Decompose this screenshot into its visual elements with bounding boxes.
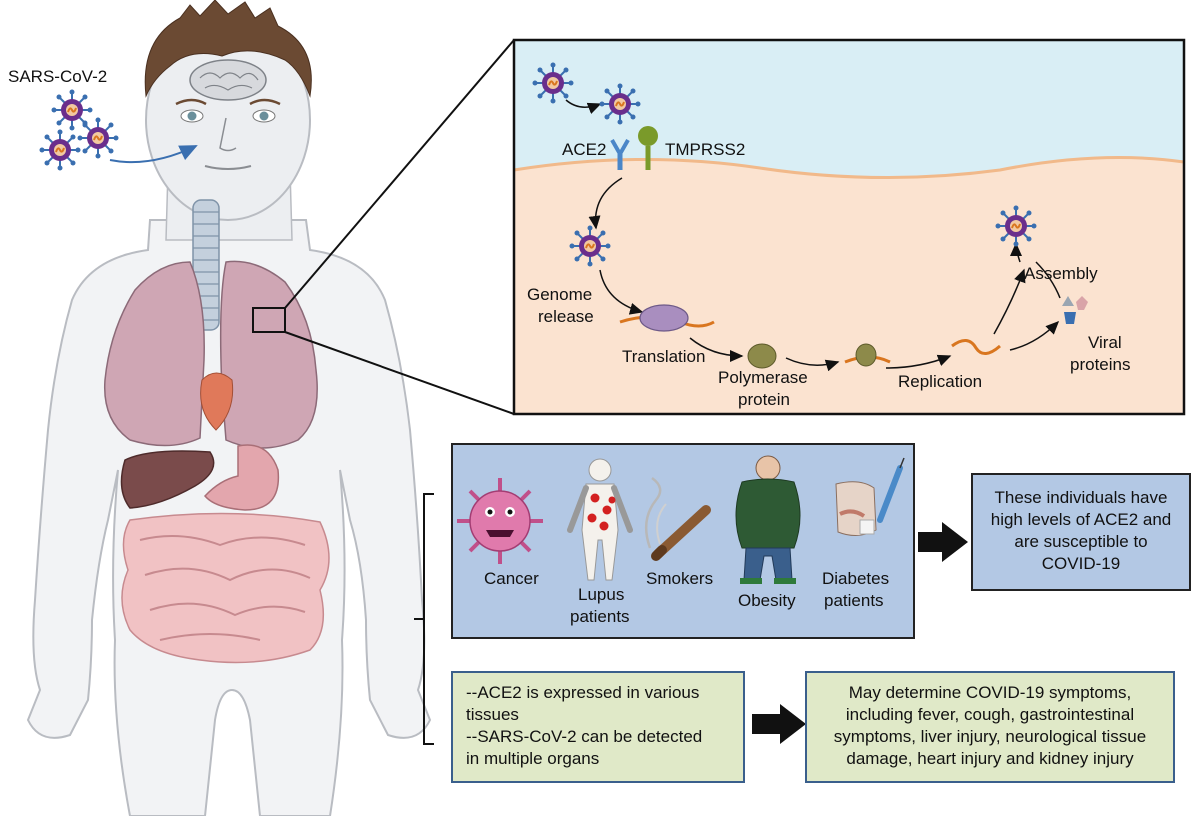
symptoms-line4: damage, heart injury and kidney injury — [846, 749, 1134, 768]
symptoms-line3: symptoms, liver injury, neurological tis… — [833, 727, 1147, 746]
mouth — [204, 165, 252, 170]
lupus-label-line2: patients — [570, 607, 630, 626]
susceptibility-box — [971, 473, 1191, 591]
lung-tissue-zoom-box — [252, 307, 286, 333]
human-body-illustration — [26, 0, 432, 816]
lupus-patient-icon — [567, 458, 633, 581]
liver — [120, 450, 215, 509]
zoom-line-bottom — [284, 331, 515, 415]
stomach — [203, 444, 280, 511]
genome-release-label-line2: release — [538, 307, 594, 326]
genome-release-label-line1: Genome — [527, 285, 592, 304]
ribosome-icon — [619, 304, 715, 332]
zoom-line-top — [284, 39, 515, 309]
diabetes-label-line2: patients — [824, 591, 884, 610]
polymerase-label-line1: Polymerase — [718, 368, 808, 387]
tmprss2-protease-icon — [638, 126, 658, 170]
expression-line3: --SARS-CoV-2 can be detected — [466, 727, 703, 746]
viral-proteins-icon — [1062, 296, 1088, 324]
virus-label: SARS-CoV-2 — [8, 67, 107, 86]
replicated-rna-icon — [951, 339, 1001, 355]
virus-particles-airborne — [38, 88, 120, 172]
eyes — [175, 98, 281, 123]
diabetes-label-line1: Diabetes — [822, 569, 889, 588]
susceptibility-line4: COVID-19 — [1041, 554, 1121, 573]
polymerase-on-rna-icon — [844, 343, 891, 367]
susceptibility-line1: These individuals have — [994, 488, 1168, 507]
diabetes-injection-icon — [835, 457, 905, 536]
cigar-icon — [644, 476, 711, 561]
cell-membrane — [513, 156, 1185, 179]
expression-line1: --ACE2 is expressed in various — [466, 683, 700, 702]
lung-right — [219, 260, 318, 449]
assembly-label: Assembly — [1024, 264, 1098, 283]
susceptibility-text: These individuals have high levels of AC… — [974, 487, 1188, 575]
susceptibility-line2: high levels of ACE2 and — [990, 510, 1172, 529]
lung-left — [103, 261, 205, 447]
expression-line4: in multiple organs — [466, 749, 600, 768]
translation-label: Translation — [622, 347, 705, 366]
expression-line2: tissues — [466, 705, 519, 724]
lupus-label-line1: Lupus — [578, 585, 624, 604]
risk-groups-panel: Cancer Lupus patients Smokers Obesity — [451, 443, 915, 639]
brain-icon — [189, 59, 267, 101]
obesity-label: Obesity — [738, 591, 796, 610]
replication-cycle-inset: ACE2 TMPRSS2 Genome release Translation … — [512, 38, 1186, 416]
symptoms-line2: including fever, cough, gastrointestinal — [845, 705, 1135, 724]
symptoms-text: May determine COVID-19 symptoms, includi… — [808, 682, 1172, 770]
expression-box — [451, 671, 745, 783]
polymerase-protein-icon — [747, 343, 777, 369]
organ-bracket — [414, 493, 434, 745]
smokers-label: Smokers — [646, 569, 713, 588]
susceptibility-line3: are susceptible to — [1014, 532, 1148, 551]
heart — [200, 372, 234, 431]
polymerase-label-line2: protein — [738, 390, 790, 409]
cancer-label: Cancer — [484, 569, 539, 588]
tmprss2-label: TMPRSS2 — [665, 140, 745, 159]
viral-proteins-label-line2: proteins — [1070, 355, 1130, 374]
hair — [144, 0, 312, 98]
ace2-receptor-icon — [610, 139, 630, 170]
arrow-to-susceptibility — [918, 522, 968, 562]
cancer-cell-icon — [457, 478, 543, 564]
symptoms-line1: May determine COVID-19 symptoms, — [848, 683, 1132, 702]
obesity-person-icon — [735, 455, 801, 584]
intestines — [121, 512, 330, 664]
ace2-label: ACE2 — [562, 140, 606, 159]
symptoms-box — [805, 671, 1175, 783]
virus-entry-arrow — [109, 145, 198, 164]
expression-text: --ACE2 is expressed in various tissues -… — [466, 682, 738, 770]
viral-proteins-label-line1: Viral — [1088, 333, 1122, 352]
arrow-to-symptoms — [752, 704, 806, 744]
replication-label: Replication — [898, 372, 982, 391]
nose — [219, 117, 237, 152]
